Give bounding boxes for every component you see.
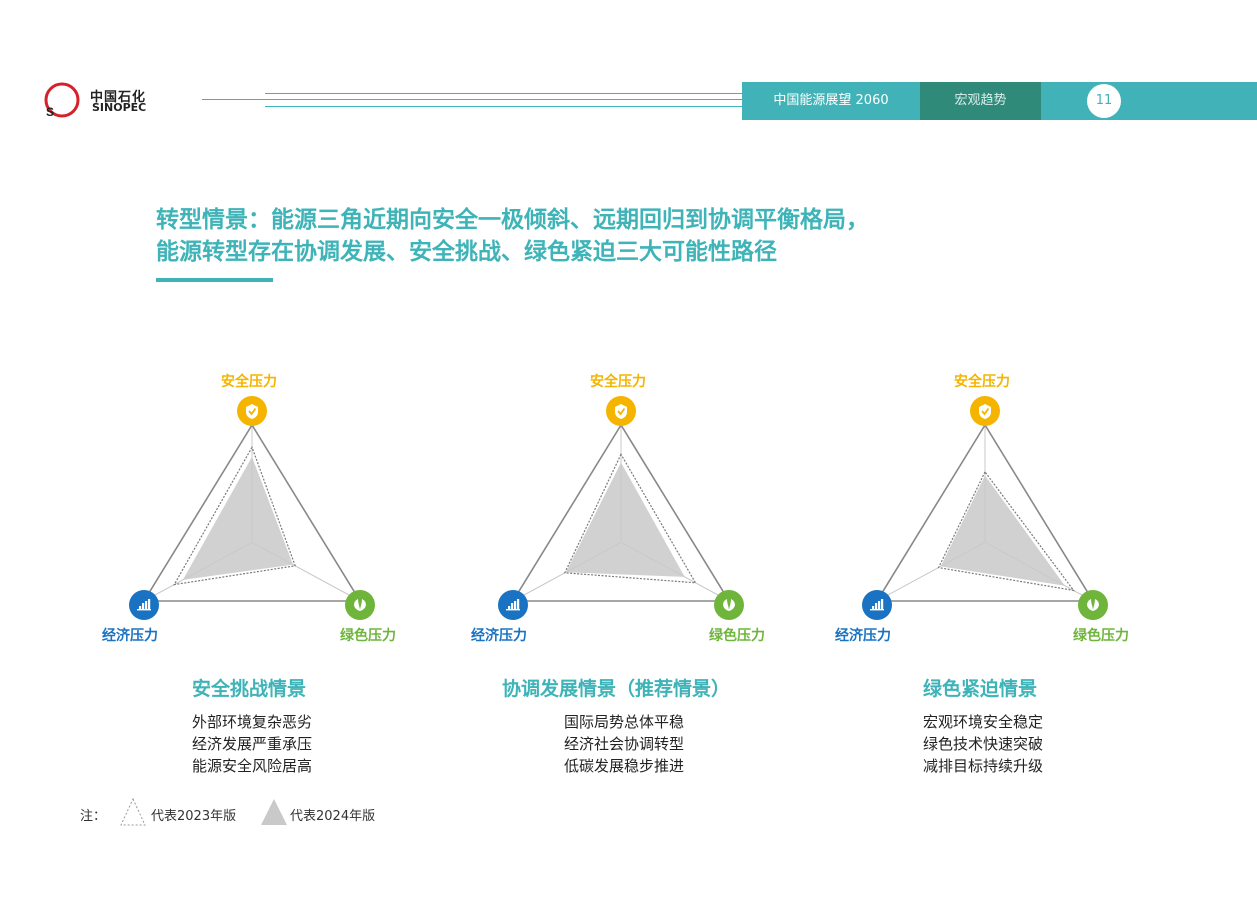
leaf-icon-right: [729, 599, 735, 611]
scenario-line: 经济社会协调转型: [564, 735, 685, 753]
svg-text:S: S: [46, 105, 54, 119]
legend-2023-icon: [120, 797, 146, 826]
title-underline: [156, 278, 273, 282]
leaf-icon-right: [1093, 599, 1099, 611]
scenario-line: 能源安全风险居高: [192, 757, 313, 775]
security-badge: [606, 396, 636, 426]
scenario-line: 国际局势总体平稳: [564, 713, 685, 731]
triangle-2023: [563, 453, 697, 584]
legend-2024-label: 代表2024年版: [290, 809, 376, 824]
scenario-line: 外部环境复杂恶劣: [192, 713, 313, 731]
bar-chart-icon-bar: [872, 606, 875, 609]
page-number: 11: [1087, 84, 1121, 118]
green-badge-circle: [1078, 590, 1108, 620]
scenario-line: 宏观环境安全稳定: [923, 713, 1044, 731]
scenario-title: 协调发展情景（推荐情景）: [502, 678, 731, 700]
axis-label-security: 安全压力: [954, 374, 1010, 390]
green-badge-circle: [345, 590, 375, 620]
green-badge: [1078, 590, 1108, 620]
triangle-2023: [937, 470, 1075, 592]
scenario-title: 绿色紧迫情景: [923, 678, 1038, 700]
scenario-description: 宏观环境安全稳定 绿色技术快速突破 减排目标持续升级: [923, 711, 1043, 777]
page-title-line-2: 能源转型存在协调发展、安全挑战、绿色紧迫三大可能性路径: [156, 239, 777, 265]
axis-label-green: 绿色压力: [1073, 628, 1129, 644]
green-badge: [345, 590, 375, 620]
scenario-line: 低碳发展稳步推进: [564, 757, 685, 775]
leaf-icon-left: [1087, 599, 1093, 611]
security-badge: [970, 396, 1000, 426]
check-mark: [248, 407, 257, 416]
triangle-svg: [498, 396, 744, 620]
energy-triangle-safety: 安全压力经济压力 绿色压力: [98, 365, 408, 655]
scenario-title: 安全挑战情景: [192, 678, 307, 700]
axis-label-economy: 经济压力: [102, 628, 158, 644]
header-line: [265, 93, 742, 94]
green-badge-circle: [714, 590, 744, 620]
shield-icon: [246, 404, 258, 419]
green-badge: [714, 590, 744, 620]
triangle-2024: [940, 475, 1065, 586]
shield-icon: [979, 404, 991, 419]
header-line: [202, 99, 742, 100]
outer-triangle: [142, 423, 362, 602]
bar-chart-icon-bar: [508, 606, 511, 609]
outer-triangle: [511, 423, 731, 602]
section-tab[interactable]: 宏观趋势: [920, 82, 1041, 120]
bar-chart-icon-bar: [514, 601, 517, 609]
scenario-description: 国际局势总体平稳 经济社会协调转型 低碳发展稳步推进: [564, 711, 684, 777]
legend-2024-icon: [261, 799, 287, 825]
outer-triangle: [875, 423, 1095, 602]
bar-chart-icon-base: [506, 609, 520, 611]
security-badge: [237, 396, 267, 426]
triangle-2024: [182, 456, 293, 580]
economy-badge: [862, 590, 892, 620]
check-mark: [981, 407, 990, 416]
bar-chart-icon-bar: [878, 601, 881, 609]
bar-chart-icon-bar: [875, 603, 878, 609]
energy-triangle-coordinated: 安全压力经济压力 绿色压力: [467, 365, 777, 655]
axis-label-green: 绿色压力: [340, 628, 396, 644]
logo-en-text: SINOPEC: [92, 101, 147, 114]
bar-chart-icon-bar: [139, 606, 142, 609]
legend-2023-label: 代表2023年版: [151, 809, 237, 824]
economy-badge: [129, 590, 159, 620]
scenario-line: 经济发展严重承压: [192, 735, 313, 753]
axis-label-security: 安全压力: [221, 374, 277, 390]
axis-label-economy: 经济压力: [471, 628, 527, 644]
check-mark: [617, 407, 626, 416]
triangle-2024: [565, 462, 685, 577]
scenario-line: 减排目标持续升级: [923, 757, 1044, 775]
leaf-icon-left: [354, 599, 360, 611]
leaf-icon-right: [360, 599, 366, 611]
bar-chart-icon-bar: [517, 599, 520, 609]
triangle-2023: [173, 445, 297, 586]
legend-note: 注：: [80, 809, 107, 824]
scenario-line: 绿色技术快速突破: [923, 735, 1044, 753]
bar-chart-icon-base: [137, 609, 151, 611]
bar-chart-icon-bar: [142, 603, 145, 609]
bar-chart-icon-base: [870, 609, 884, 611]
axis-label-security: 安全压力: [590, 374, 646, 390]
bar-chart-icon-bar: [511, 603, 514, 609]
leaf-icon-left: [723, 599, 729, 611]
report-title: 中国能源展望 2060: [773, 93, 889, 108]
energy-triangle-green: 安全压力经济压力 绿色压力: [831, 365, 1141, 655]
header-line: [265, 106, 742, 107]
scenario-description: 外部环境复杂恶劣 经济发展严重承压 能源安全风险居高: [192, 711, 312, 777]
bar-chart-icon-bar: [148, 599, 151, 609]
axis-label-economy: 经济压力: [835, 628, 891, 644]
axis-label-green: 绿色压力: [709, 628, 765, 644]
sinopec-logo: S: [44, 82, 80, 119]
logo-cn-text: 中国石化: [90, 90, 147, 105]
triangle-svg: [862, 396, 1108, 620]
bar-chart-icon-bar: [145, 601, 148, 609]
economy-badge: [498, 590, 528, 620]
page-title-line-1: 转型情景：能源三角近期向安全一极倾斜、远期回归到协调平衡格局，: [156, 207, 869, 233]
shield-icon: [615, 404, 627, 419]
bar-chart-icon-bar: [881, 599, 884, 609]
triangle-svg: [129, 396, 375, 620]
